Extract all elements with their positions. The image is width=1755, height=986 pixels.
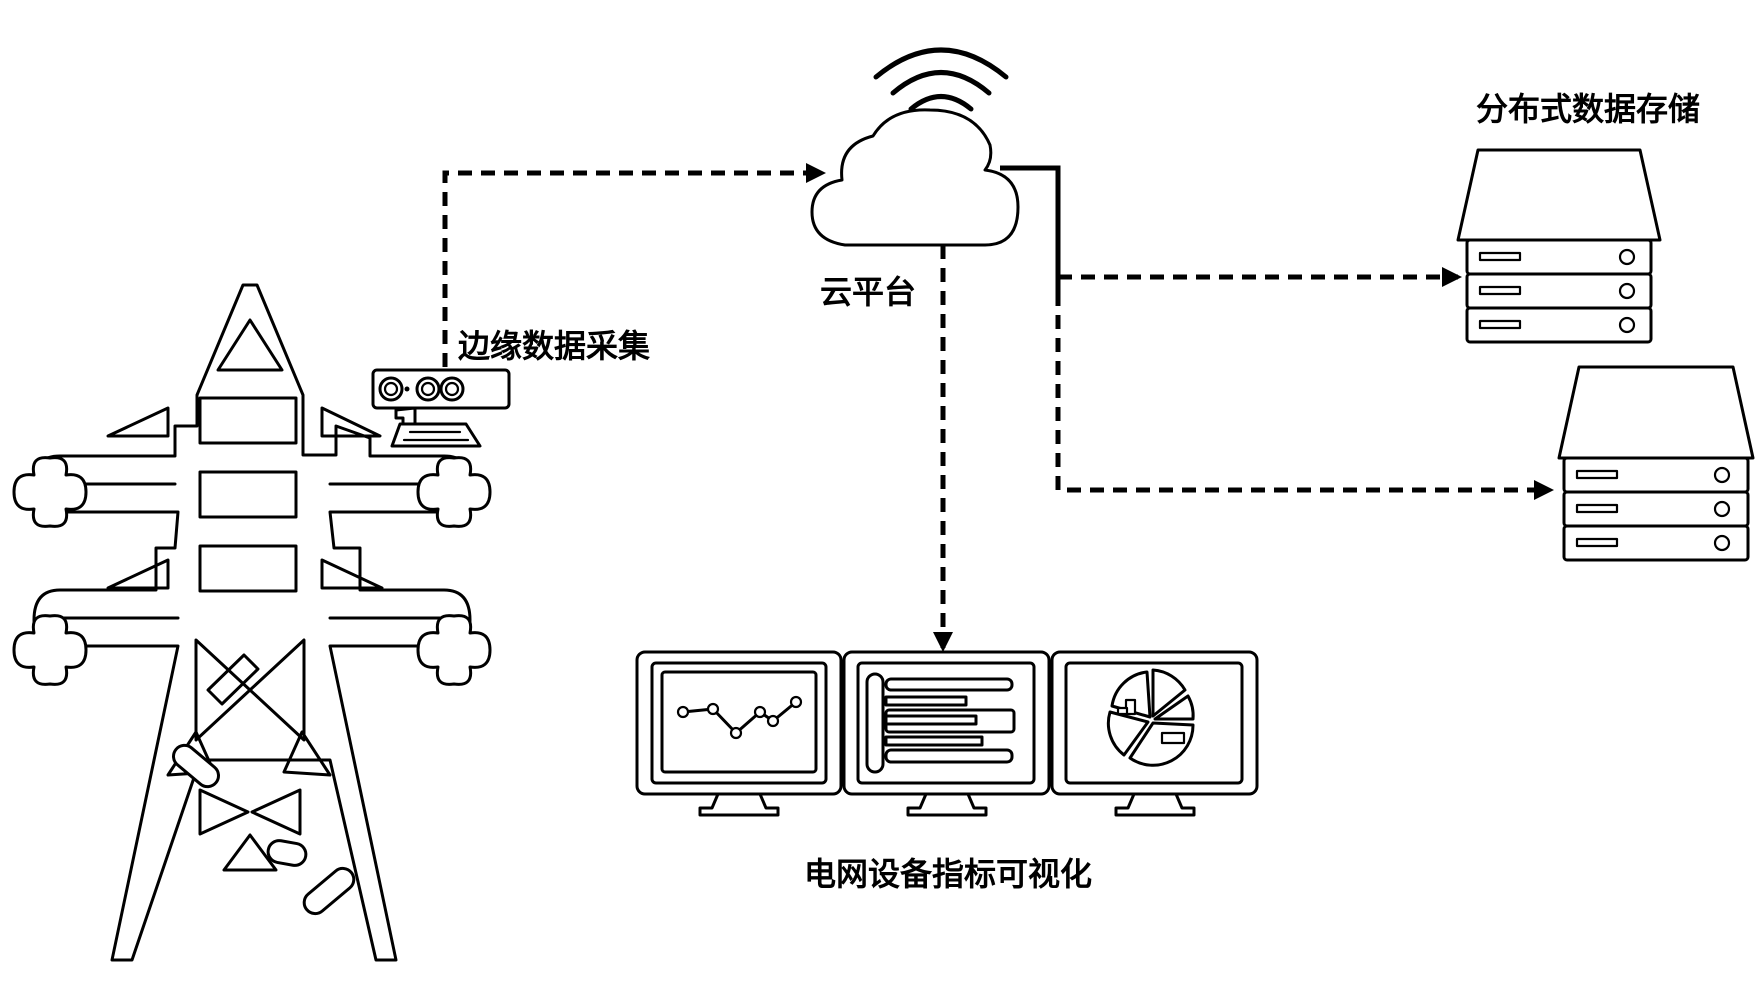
storage-arrow-2 [1055, 292, 1554, 500]
visualization-monitors: 电网设备指标可视化 [635, 650, 1259, 893]
insulator-left-top [12, 456, 88, 528]
monitor-icon [635, 650, 843, 817]
line-chart-icon [676, 695, 803, 740]
power-tower-icon [12, 283, 492, 962]
cloud-label: 云平台 [820, 273, 916, 311]
insulator-left-bottom [12, 614, 88, 686]
edge-collection: 边缘数据采集 [371, 327, 650, 448]
monitor-icon [1050, 650, 1259, 817]
wifi-icon [873, 47, 1009, 112]
edge-to-cloud-arrow [442, 163, 826, 367]
edge-label: 边缘数据采集 [458, 327, 650, 365]
visualization-label: 电网设备指标可视化 [804, 855, 1092, 893]
distributed-storage: 分布式数据存储 [1456, 90, 1755, 562]
cloud-icon [810, 108, 1020, 247]
pie-chart-icon [1106, 668, 1195, 767]
server-icon [1456, 148, 1662, 344]
camera-sensor-icon [371, 368, 511, 448]
cloud-platform: 云平台 [810, 47, 1020, 311]
bar-list-icon [865, 672, 1016, 774]
insulator-right-bottom [416, 614, 492, 686]
insulator-right-top [416, 456, 492, 528]
monitor-icon [842, 650, 1051, 817]
server-icon [1557, 365, 1755, 562]
storage-label: 分布式数据存储 [1476, 90, 1700, 128]
cloud-to-storage-trunk [1000, 165, 1061, 292]
connectors [442, 163, 1554, 652]
